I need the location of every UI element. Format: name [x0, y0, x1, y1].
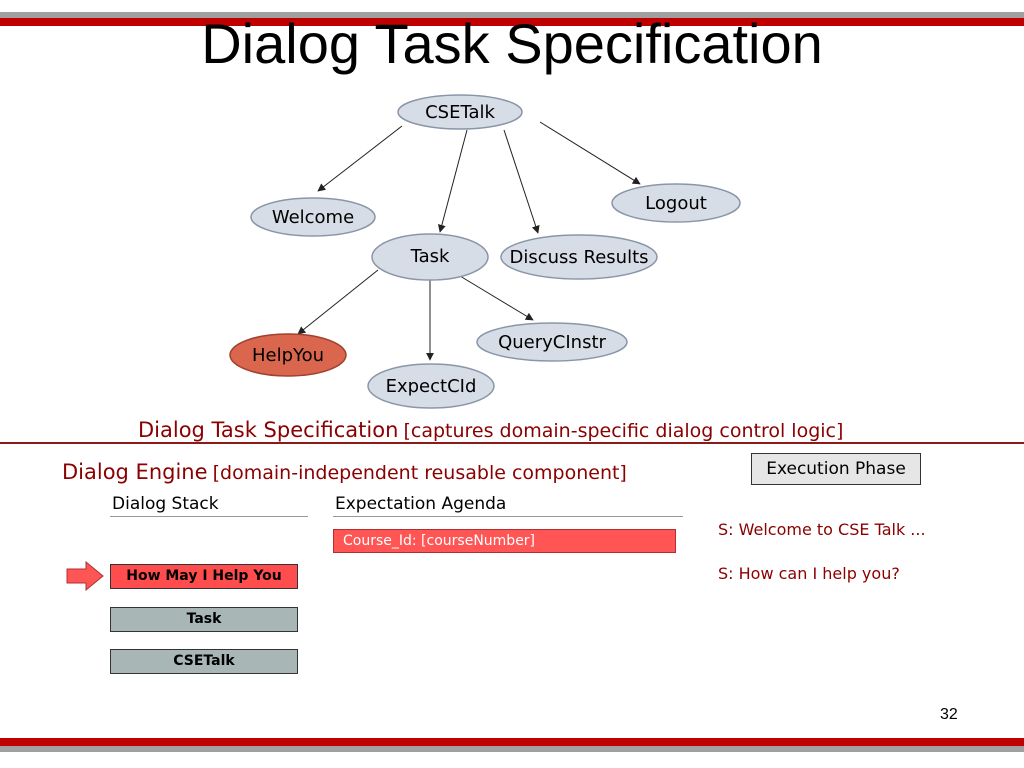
node-label-cse-talk: CSETalk — [425, 102, 495, 123]
edge-root-task — [437, 129, 468, 233]
dialog-stack-header: Dialog Stack — [112, 494, 219, 514]
top-red-band — [0, 18, 1024, 26]
node-help-you: HelpYou — [229, 333, 347, 377]
slide-title: Dialog Task Specification — [201, 12, 823, 75]
node-cse-talk: CSETalk — [397, 94, 523, 130]
dialog-engine-label: Dialog Engine — [62, 460, 208, 484]
transcript-line: S: Welcome to CSE Talk ... — [718, 520, 926, 539]
edge-root-logout — [539, 121, 641, 185]
node-label-logout: Logout — [645, 193, 707, 214]
bottom-gray-band — [0, 746, 1024, 752]
node-label-help-you: HelpYou — [252, 345, 324, 366]
dialog-stack-rule — [110, 516, 308, 517]
node-logout: Logout — [611, 183, 741, 223]
task-spec-label: Dialog Task Specification — [138, 418, 399, 442]
page-number: 32 — [940, 706, 958, 723]
node-label-welcome: Welcome — [272, 207, 354, 228]
expectation-agenda-header: Expectation Agenda — [335, 494, 507, 514]
node-expect-cid: ExpectCId — [367, 363, 495, 409]
transcript-line: S: How can I help you? — [718, 564, 900, 583]
execution-phase-button[interactable]: Execution Phase — [751, 453, 921, 485]
node-welcome: Welcome — [250, 197, 376, 237]
bottom-red-band — [0, 738, 1024, 746]
stack-item-task[interactable]: Task — [110, 607, 298, 632]
node-label-expect-cid: ExpectCId — [386, 376, 477, 397]
node-query-clnstr: QueryCInstr — [476, 322, 628, 362]
dialog-engine-note: [domain-independent reusable component] — [212, 462, 627, 484]
node-label-query-clnstr: QueryCInstr — [498, 332, 606, 353]
node-task: Task — [371, 233, 489, 281]
node-label-discuss-results: Discuss Results — [509, 247, 648, 268]
task-spec-caption: Dialog Task Specification [captures doma… — [138, 418, 843, 442]
edge-task-queryclnstr — [459, 275, 534, 321]
edge-root-welcome — [317, 125, 403, 192]
stack-item-cse-talk[interactable]: CSETalk — [110, 649, 298, 674]
task-spec-note: [captures domain-specific dialog control… — [403, 420, 844, 442]
node-label-task: Task — [410, 246, 450, 267]
top-gray-band — [0, 12, 1024, 18]
edge-root-discuss — [503, 129, 540, 234]
dialog-engine-caption: Dialog Engine [domain-independent reusab… — [62, 460, 627, 484]
stack-item-how-may-i-help-you[interactable]: How May I Help You — [110, 564, 298, 589]
node-discuss-results: Discuss Results — [500, 234, 658, 280]
agenda-item-course-id[interactable]: Course_Id: [courseNumber] — [333, 529, 676, 553]
edge-task-helpyou — [297, 269, 379, 335]
task-tree-diagram: CSETalk Welcome Task Discuss Results Log… — [229, 94, 741, 409]
expectation-agenda-rule — [333, 516, 683, 517]
current-focus-arrow-icon — [66, 561, 104, 591]
section-divider — [0, 442, 1024, 444]
